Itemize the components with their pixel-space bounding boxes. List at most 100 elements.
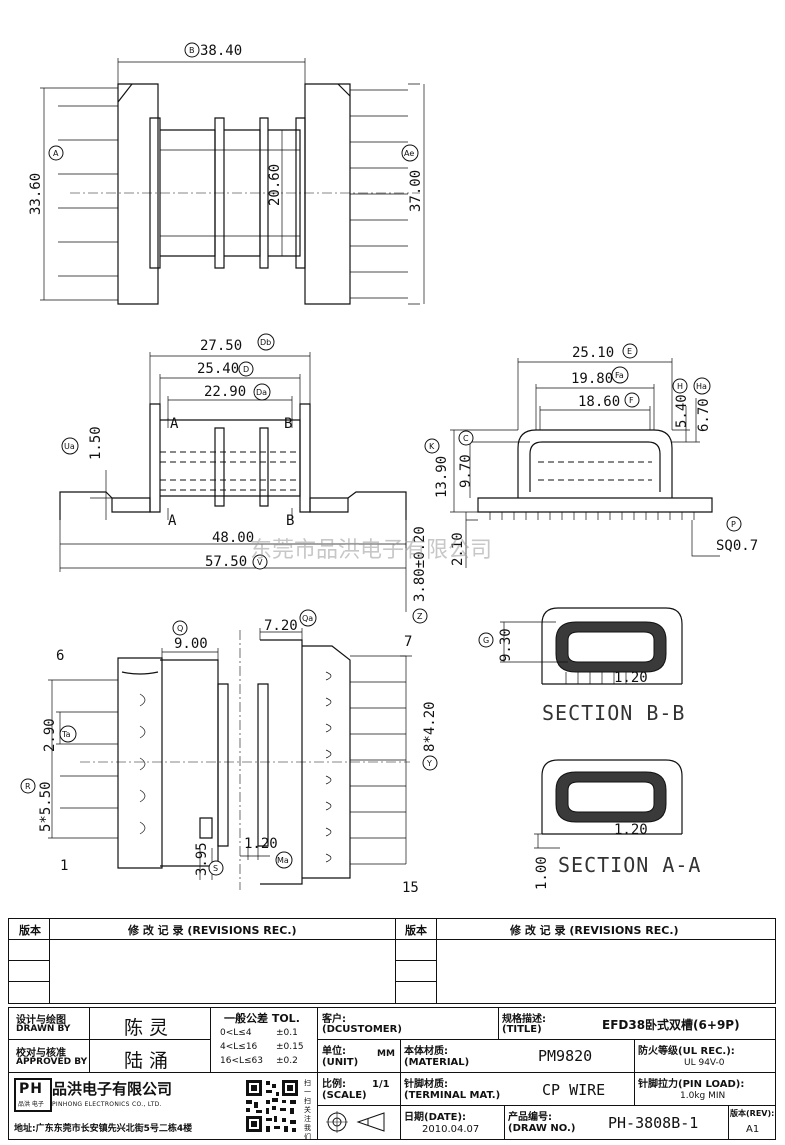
material-label-cn: 本体材质:	[404, 1046, 448, 1057]
dim-1-20-bb: 1.20	[614, 670, 648, 686]
label-V: V	[252, 554, 268, 570]
tol-val-2: ±0.15	[276, 1042, 304, 1052]
section-mark-a-bottom: A	[168, 513, 177, 529]
label-C: C	[458, 430, 474, 446]
rev-col-left: 版本	[19, 924, 41, 937]
material-value: PM9820	[538, 1047, 593, 1065]
label-F: F	[624, 392, 640, 408]
svg-text:V: V	[257, 558, 263, 567]
label-Db: Db	[257, 333, 275, 351]
svg-text:Qa: Qa	[302, 614, 313, 623]
tolerance-title: 一般公差 TOL.	[224, 1012, 300, 1025]
svg-text:Z: Z	[417, 612, 423, 621]
title-value: EFD38卧式双槽(6+9P)	[602, 1018, 740, 1032]
unit-label-cn: 单位:	[322, 1046, 346, 1057]
svg-text:G: G	[483, 636, 489, 645]
svg-text:Ae: Ae	[404, 149, 414, 158]
design-label-cn: 设计与绘图	[16, 1015, 66, 1026]
dim-18-60: 18.60	[578, 394, 620, 410]
svg-text:Da: Da	[256, 388, 267, 397]
section-mark-a-top: A	[170, 416, 179, 432]
bottom-view	[48, 628, 412, 890]
label-Ae: Ae	[401, 144, 419, 162]
watermark: 东莞市品洪电子有限公司	[250, 538, 492, 563]
pinload-value: 1.0kg MIN	[680, 1091, 726, 1101]
section-b-b-title: SECTION B-B	[542, 701, 685, 725]
material-label-en: (MATERIAL)	[404, 1057, 470, 1068]
rev-value: A1	[746, 1124, 760, 1135]
svg-text:Ua: Ua	[64, 442, 75, 451]
dim-33-60: 33.60	[28, 173, 44, 215]
ul-label: 防火等级(UL REC.):	[638, 1046, 735, 1057]
section-a-a-title: SECTION A-A	[558, 853, 701, 877]
design-label-en: DRAWN BY	[16, 1024, 71, 1034]
engineering-drawing: 38.40 B A Ae 33.60 20.60 37.00 27.50 Db …	[20, 42, 758, 896]
label-Y: Y	[422, 755, 438, 771]
pin-15: 15	[402, 880, 419, 896]
label-Z: Z	[412, 608, 428, 624]
label-Fa: Fa	[611, 366, 629, 384]
dim-5-40: 5.40	[674, 394, 690, 428]
svg-text:Ha: Ha	[696, 382, 707, 391]
dim-9-70: 9.70	[458, 454, 474, 488]
svg-text:F: F	[629, 396, 634, 405]
label-R: R	[20, 778, 36, 794]
section-b-b	[500, 607, 683, 685]
dim-1-00: 1.00	[534, 856, 550, 890]
date-label: 日期(DATE):	[404, 1112, 467, 1123]
dim-sq0-7: SQ0.7	[716, 538, 758, 554]
dim-13-90: 13.90	[434, 456, 450, 498]
dim-19-80: 19.80	[571, 371, 613, 387]
dim-2-10: 2.10	[450, 532, 466, 566]
company-name-cn: 品洪电子有限公司	[52, 1080, 173, 1098]
rev-col-right: 版本	[405, 924, 427, 937]
section-mark-b-top: B	[284, 416, 292, 432]
dim-6-70: 6.70	[696, 398, 712, 432]
svg-text:C: C	[463, 434, 469, 443]
dim-1-50: 1.50	[88, 426, 104, 460]
tol-range-1: 0<L≤4	[220, 1028, 252, 1038]
dim-57-50: 57.50	[205, 554, 247, 570]
ul-value: UL 94V-0	[684, 1058, 725, 1068]
label-Ta: Ta	[59, 725, 77, 743]
qr-code-icon	[244, 1078, 300, 1134]
tol-val-3: ±0.2	[276, 1056, 298, 1066]
front-view	[59, 352, 407, 612]
rev-rec-right: 修 改 记 录 (REVISIONS REC.)	[510, 924, 679, 937]
terminal-label-en: (TERMINAL MAT.)	[404, 1090, 501, 1101]
pin-6: 6	[56, 648, 64, 664]
dim-3-95: 3.95	[194, 842, 210, 876]
svg-text:Q: Q	[177, 624, 183, 633]
svg-text:K: K	[429, 442, 435, 451]
drawno-label-en: (DRAW NO.)	[508, 1123, 576, 1134]
tol-val-1: ±0.1	[276, 1028, 298, 1038]
company-address: 地址:广东东莞市长安镇先兴北街5号二栋4楼	[14, 1124, 193, 1134]
dim-3-80: 3.80±0.20	[412, 526, 428, 602]
projection-symbol-icon	[326, 1111, 385, 1133]
label-Da: Da	[253, 383, 271, 401]
label-Ua: Ua	[61, 437, 79, 455]
label-H: H	[672, 378, 688, 394]
label-Qa: Qa	[299, 609, 317, 627]
svg-text:P: P	[731, 520, 736, 529]
label-A: A	[48, 145, 64, 161]
svg-text:S: S	[213, 864, 218, 873]
terminal-value: CP WIRE	[542, 1081, 606, 1099]
unit-label-en: (UNIT)	[322, 1057, 359, 1068]
date-value: 2010.04.07	[422, 1124, 480, 1135]
dim-8x4-20: 8*4.20	[422, 701, 438, 752]
dim-5x5-50: 5*5.50	[38, 781, 54, 832]
customer-label-en: (DCUSTOMER)	[322, 1024, 402, 1035]
dim-38-40: 38.40	[200, 43, 242, 59]
pin-7: 7	[404, 634, 412, 650]
dim-25-10: 25.10	[572, 345, 614, 361]
end-view	[450, 358, 720, 568]
dim-1-20-bottom: 1.20	[244, 836, 278, 852]
terminal-label-cn: 针脚材质:	[404, 1079, 448, 1090]
check-label-en: APPROVED BY	[16, 1057, 88, 1067]
top-view	[40, 58, 425, 305]
label-S: S	[208, 860, 224, 876]
title-block: 版本 修 改 记 录 (REVISIONS REC.) 版本 修 改 记 录 (…	[8, 918, 776, 1141]
dim-9-30: 9.30	[498, 628, 514, 662]
dim-1-20-aa: 1.20	[614, 822, 648, 838]
